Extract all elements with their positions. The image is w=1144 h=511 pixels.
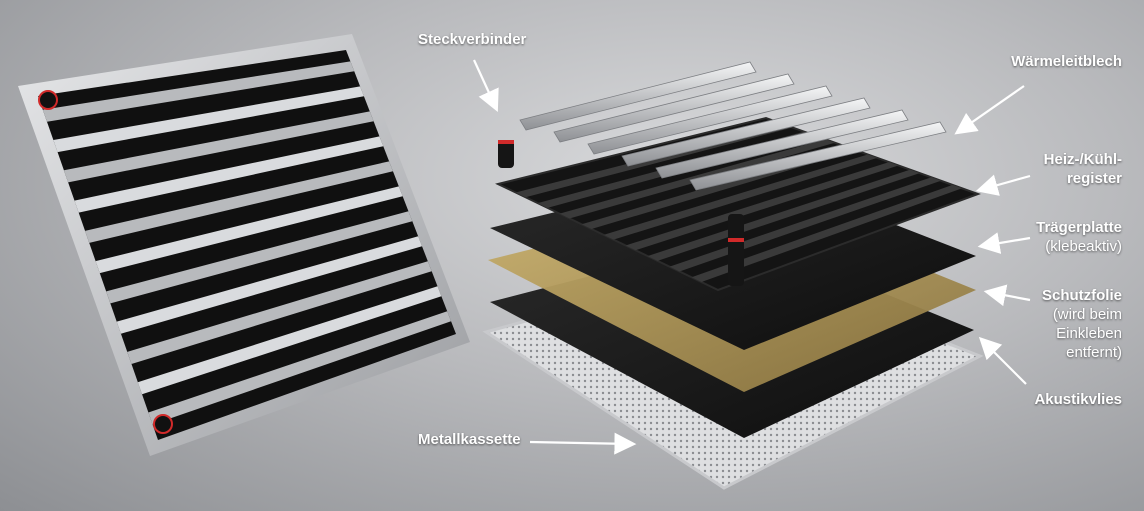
panel-strip <box>95 186 403 274</box>
label-heizregister: Heiz-/Kühl- register <box>1043 151 1122 187</box>
label-waermeleitblech: Wärmeleitblech <box>1011 53 1122 70</box>
arrow-metallkassette <box>529 432 637 455</box>
label-akustikvlies: Akustikvlies <box>1034 391 1122 408</box>
panel-strip <box>42 61 355 122</box>
waermeleitblech-strip <box>519 61 757 131</box>
label-metallkassette: Metallkassette <box>418 431 521 448</box>
connector-ring <box>498 140 514 144</box>
connector-icon <box>153 414 173 434</box>
connector-icon <box>498 140 514 168</box>
panel-strip <box>63 111 374 183</box>
callout-arrows <box>473 59 1031 455</box>
arrow-steckverbinder <box>473 59 499 112</box>
panel-strip <box>148 311 452 425</box>
connector-icon <box>728 214 744 286</box>
panel-strip <box>74 136 384 213</box>
arrow-heizregister <box>975 174 1031 196</box>
connector-ring <box>728 238 744 242</box>
connector-icon <box>38 90 58 110</box>
waermeleitblech-layer <box>519 61 947 191</box>
arrow-akustikvlies <box>978 336 1027 385</box>
register-slot <box>625 162 899 251</box>
panel-strip <box>53 86 364 153</box>
waermeleitblech-strip <box>689 121 947 191</box>
assembled-panel <box>18 34 470 456</box>
panel-strip <box>85 161 393 243</box>
label-traegerplatte: Trägerplatte (klebeaktiv) <box>1036 219 1122 255</box>
register-slot <box>603 154 878 240</box>
arrow-traegerplatte <box>977 232 1031 254</box>
waermeleitblech-strip <box>553 73 795 143</box>
panel-strip <box>137 286 442 395</box>
waermeleitblech-strip <box>655 109 909 179</box>
panel-strips <box>42 61 452 425</box>
arrow-waermeleitblech <box>954 85 1025 135</box>
panel-strip <box>106 211 413 304</box>
panel-strip <box>116 236 423 334</box>
waermeleitblech-strip <box>621 97 871 167</box>
label-steckverbinder: Steckverbinder <box>418 31 527 48</box>
panel-strip <box>127 261 432 364</box>
register-slot <box>647 169 920 261</box>
register-slot <box>691 184 963 283</box>
arrow-schutzfolie <box>983 284 1031 307</box>
waermeleitblech-strip <box>587 85 833 155</box>
label-schutzfolie: Schutzfolie (wird beim Einkleben entfern… <box>1041 287 1122 361</box>
